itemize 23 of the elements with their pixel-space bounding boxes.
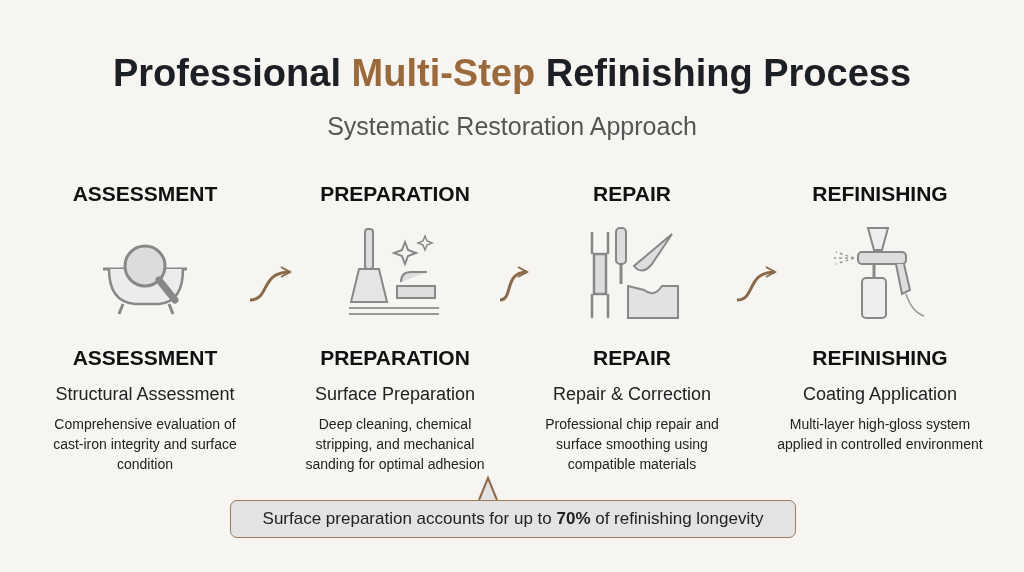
subtitle: Systematic Restoration Approach [326, 112, 698, 141]
curved-arrow [736, 266, 776, 302]
step-heading: PREPARATION [319, 346, 471, 370]
step-subtitle: Coating Application [801, 384, 959, 405]
step-description: Deep cleaning, chemical stripping, and mechanical sanding for optimal adhesion [304, 415, 486, 474]
callout-pointer [478, 475, 498, 501]
curved-arrow [499, 266, 528, 302]
step-heading: REFINISHING [811, 346, 949, 370]
step-description: Comprehensive evaluation of cast-iron integrity and surface condition [52, 415, 238, 474]
step-subtitle: Surface Preparation [313, 384, 477, 405]
step-heading: REPAIR [592, 182, 672, 206]
step-heading: REFINISHING [811, 182, 949, 206]
step-heading: REPAIR [592, 346, 672, 370]
step-description: Multi-layer high-gloss system applied in controlled environment [776, 415, 984, 454]
step-heading: ASSESSMENT [71, 182, 219, 206]
curved-arrow [249, 266, 291, 302]
step-description: Professional chip repair and surface smoothing using compatible materials [544, 415, 720, 474]
callout-text: Surface preparation accounts for up to 70% of refinishing longevity [262, 509, 764, 529]
step-heading: ASSESSMENT [71, 346, 219, 370]
step-heading: PREPARATION [319, 182, 471, 206]
title: Professional Multi-Step Refinishing Process [111, 52, 913, 95]
step-subtitle: Repair & Correction [551, 384, 713, 405]
step-subtitle: Structural Assessment [54, 384, 236, 405]
